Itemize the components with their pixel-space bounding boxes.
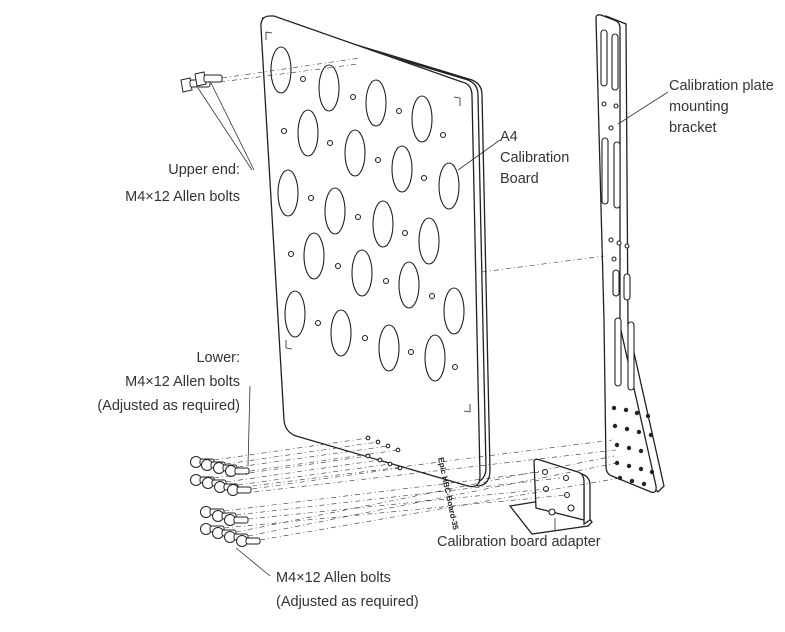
calibration-board-adapter — [508, 458, 593, 535]
upper-bolts-label: Upper end: M4×12 Allen bolts — [100, 160, 240, 208]
upper-bolts-label-line2: M4×12 Allen bolts — [125, 189, 240, 205]
bottom-bolts-label: M4×12 Allen bolts (Adjusted as required) — [276, 568, 419, 613]
bracket-label-line3: bracket — [669, 120, 717, 136]
board-label-line1: A4 — [500, 129, 518, 145]
lower-bolts-label-line2: M4×12 Allen bolts — [125, 374, 240, 390]
adapter-label: Calibration board adapter — [437, 532, 601, 553]
bottom-bolts-label-line2: (Adjusted as required) — [276, 594, 419, 610]
board-label-line2: Calibration — [500, 150, 570, 166]
calibration-board: Epic HBC-Board-35 — [260, 15, 491, 531]
bracket-label-line1: Calibration plate — [669, 78, 774, 94]
upper-bolts-label-line1: Upper end: — [168, 162, 240, 178]
lower-bolts-label: Lower: M4×12 Allen bolts (Adjusted as re… — [60, 348, 240, 417]
bottom-bolts — [200, 439, 621, 547]
leader-lines — [197, 82, 669, 577]
upper-bolts — [180, 57, 361, 93]
board-small-holes — [280, 75, 459, 371]
board-label: A4 Calibration Board — [500, 127, 569, 190]
lower-bolts — [190, 435, 403, 496]
bracket-hole-grid — [611, 405, 655, 487]
board-holes — [270, 46, 465, 382]
lower-bolts-label-line1: Lower: — [196, 350, 240, 366]
board-bracket-alignment-line — [481, 255, 605, 273]
mounting-bracket — [595, 14, 665, 494]
bracket-label: Calibration plate mounting bracket — [669, 76, 774, 139]
lower-bolts-label-line3: (Adjusted as required) — [97, 398, 240, 414]
bottom-bolts-label-line1: M4×12 Allen bolts — [276, 570, 391, 586]
adapter-label-text: Calibration board adapter — [437, 534, 601, 550]
board-label-line3: Board — [500, 171, 539, 187]
bracket-slots — [600, 29, 635, 391]
bracket-label-line2: mounting — [669, 99, 729, 115]
